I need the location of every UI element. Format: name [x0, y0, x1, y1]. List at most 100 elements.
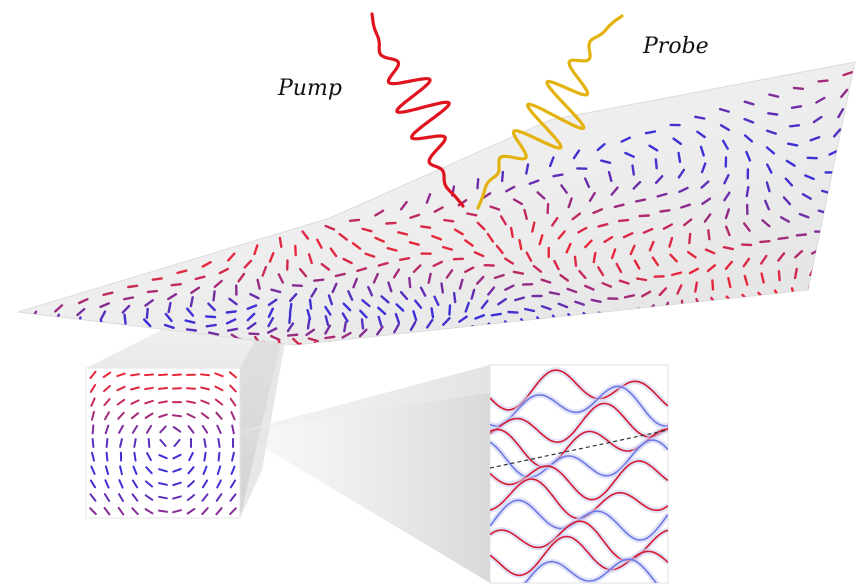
spin-arrow [104, 479, 110, 489]
spin-arrow [815, 96, 826, 104]
spin-arrow [480, 299, 489, 310]
spin-arrow [301, 230, 310, 240]
spin-arrow [218, 267, 230, 275]
spin-arrow [216, 479, 222, 489]
spin-arrow [723, 173, 730, 185]
spin-arrow [743, 117, 755, 124]
spin-arrow [143, 328, 155, 334]
spin-arrow [676, 284, 683, 295]
spin-arrow [228, 371, 238, 379]
spin-arrow [553, 259, 560, 271]
spin-arrow [342, 257, 353, 265]
spin-arrow [651, 256, 660, 267]
spin-arrow [292, 337, 302, 345]
spin-arrow [707, 228, 711, 241]
spin-arrow [172, 414, 182, 418]
spin-arrow [782, 196, 792, 206]
spin-arrow [536, 191, 546, 200]
spin-arrow [348, 218, 361, 223]
spin-arrow [788, 124, 801, 128]
spin-arrow [412, 264, 422, 273]
band-line [490, 402, 668, 444]
spin-arrow [812, 115, 823, 124]
spin-arrow [170, 283, 182, 287]
spin-arrow [784, 177, 794, 187]
spin-arrow [668, 236, 674, 248]
spin-arrow [743, 274, 749, 286]
spin-arrow [719, 124, 730, 132]
spin-arrow [399, 200, 408, 211]
spin-arrow [597, 266, 605, 277]
spin-arrow [557, 230, 566, 240]
spin-arrow [567, 197, 573, 209]
spin-arrow [700, 162, 707, 174]
spin-arrow [213, 279, 223, 289]
spin-arrow [172, 467, 182, 473]
spin-arrow [306, 318, 311, 330]
spin-arrow [158, 509, 168, 513]
spin-arrow [518, 238, 523, 251]
spin-arrow [423, 332, 435, 336]
spin-arrow [201, 493, 209, 502]
spin-arrow [470, 288, 476, 300]
spin-arrow [392, 268, 401, 279]
spin-arrow [680, 203, 691, 209]
spin-arrow [324, 324, 332, 335]
spin-arrow [78, 316, 82, 328]
spin-arrow [144, 412, 154, 419]
spin-arrow [431, 234, 442, 241]
spin-arrow [842, 70, 854, 77]
spin-arrow [399, 257, 411, 261]
spin-arrow [118, 424, 124, 434]
spin-arrow [624, 151, 635, 158]
spin-arrow [341, 331, 352, 339]
spin-arrow [696, 130, 706, 139]
spin-arrow [620, 136, 631, 143]
spin-arrow [229, 507, 237, 516]
spin-arrow [341, 312, 349, 323]
spin-arrow [804, 174, 815, 181]
spin-arrow [200, 373, 210, 377]
spin-arrow [256, 278, 261, 290]
spin-arrow [167, 301, 172, 314]
spin-arrow [243, 259, 253, 269]
spin-arrow [588, 191, 596, 203]
spin-arrow [187, 480, 195, 488]
spin-arrow [430, 307, 435, 319]
spin-arrow [103, 507, 111, 516]
band-line [490, 535, 668, 577]
spin-arrow [759, 239, 771, 244]
spin-arrow [201, 261, 212, 268]
spin-arrow [473, 251, 485, 258]
spin-arrow [377, 315, 383, 327]
spin-arrow [176, 269, 188, 275]
spin-arrow [310, 287, 318, 298]
spin-arrow [229, 384, 237, 393]
spin-arrow [200, 386, 210, 391]
spin-arrow [229, 479, 237, 489]
spin-arrow [420, 225, 432, 229]
spin-arrow [338, 232, 348, 241]
spin-arrow [584, 239, 593, 249]
spin-arrow [699, 145, 705, 157]
spin-arrow [798, 212, 810, 219]
spin-arrow [654, 158, 658, 170]
spin-arrow [305, 328, 316, 337]
spin-arrow [185, 328, 198, 332]
spin-arrow [765, 146, 776, 155]
spin-arrow [246, 312, 256, 322]
spin-arrow [200, 399, 210, 405]
spin-arrow [638, 214, 650, 218]
spin-arrow [372, 272, 379, 284]
spin-arrow [565, 242, 572, 254]
spin-arrow [185, 307, 195, 317]
spin-arrow [144, 508, 154, 515]
spin-arrow [120, 324, 131, 332]
spin-arrow [777, 252, 786, 262]
spin-arrow [433, 295, 440, 307]
spin-arrow [200, 412, 210, 420]
spin-arrow [214, 385, 224, 392]
spin-arrow [767, 112, 779, 116]
spin-arrow [89, 370, 97, 379]
spin-arrow [215, 493, 223, 502]
